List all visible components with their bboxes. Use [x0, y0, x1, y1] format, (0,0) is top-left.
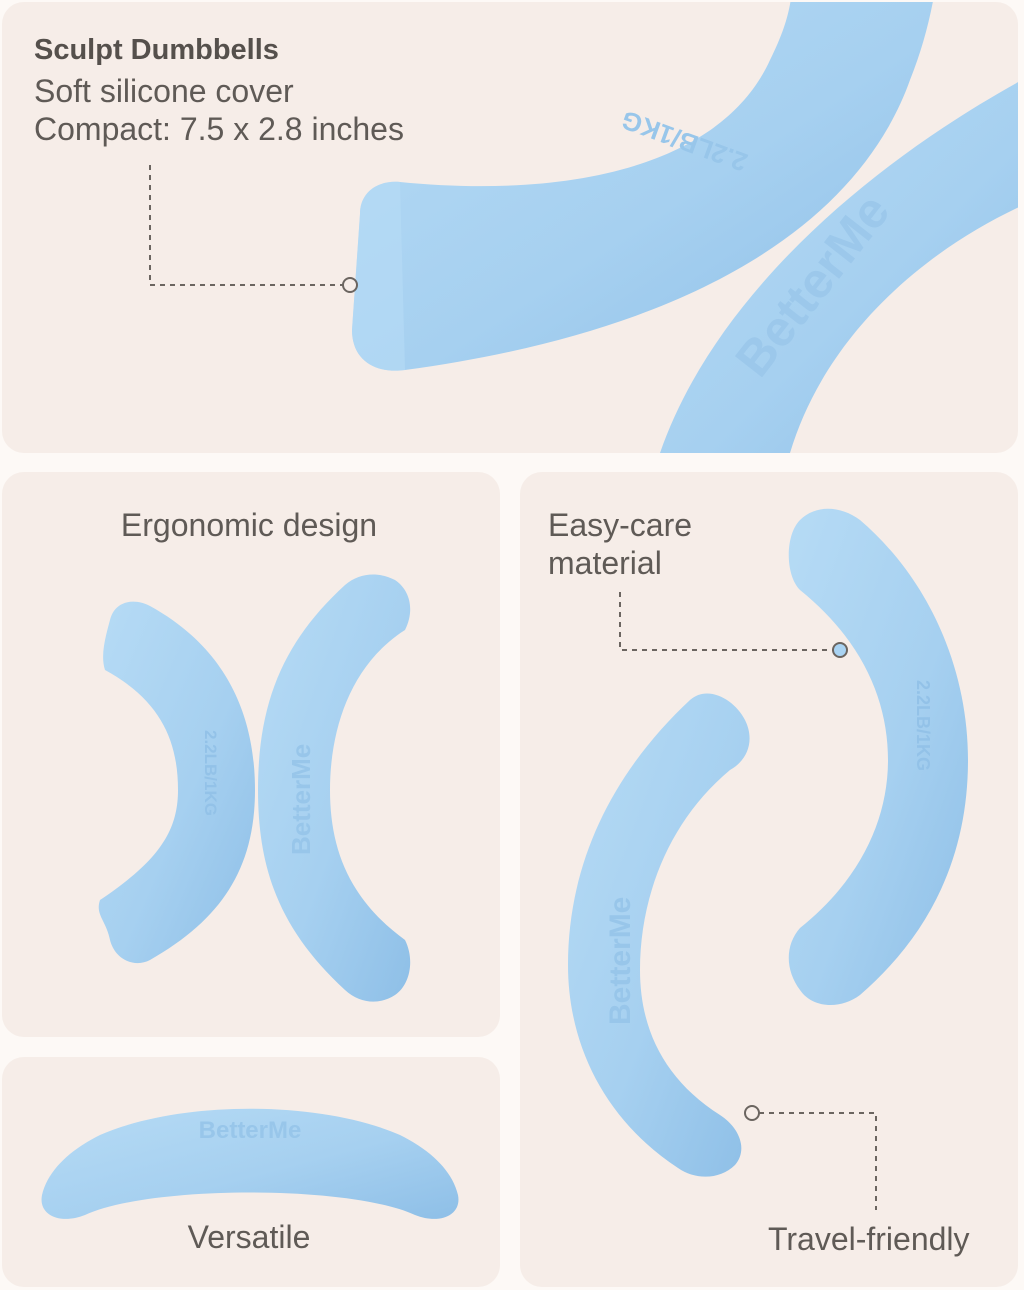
circle-marker-icon [342, 277, 358, 293]
ergo-weight-emboss: 2.2LB/1KG [201, 730, 220, 816]
ergo-dumbbell-right [258, 574, 411, 1002]
label-versatile: Versatile [187, 1219, 311, 1255]
product-title: Sculpt Dumbbells [34, 34, 279, 66]
feature-silicone-cover: Soft silicone cover [34, 73, 294, 109]
care-brand-emboss: BetterMe [604, 897, 637, 1025]
circle-marker-icon [832, 642, 848, 658]
versatile-brand-emboss: BetterMe [199, 1117, 302, 1144]
care-dumbbell-lower [568, 693, 750, 1177]
hero-dumbbell-main [352, 2, 935, 371]
care-weight-emboss: 2.2LB/1KG [913, 680, 933, 771]
ergo-dumbbell-left [98, 601, 255, 964]
label-travel-friendly: Travel-friendly [768, 1221, 970, 1257]
hero-leader-line [149, 165, 343, 286]
circle-marker-icon [744, 1105, 760, 1121]
label-easy-care-line2: material [548, 545, 662, 581]
travel-leader-line [759, 1112, 877, 1210]
versatile-dumbbell [41, 1108, 459, 1219]
ergo-brand-emboss: BetterMe [286, 744, 316, 855]
care-dumbbell-upper [788, 508, 968, 1006]
feature-compact-size: Compact: 7.5 x 2.8 inches [34, 111, 404, 147]
care-leader-line [619, 592, 833, 651]
hero-dumbbell-right [660, 60, 1018, 453]
label-easy-care-line1: Easy-care [548, 507, 693, 543]
label-ergonomic-design: Ergonomic design [120, 507, 378, 543]
